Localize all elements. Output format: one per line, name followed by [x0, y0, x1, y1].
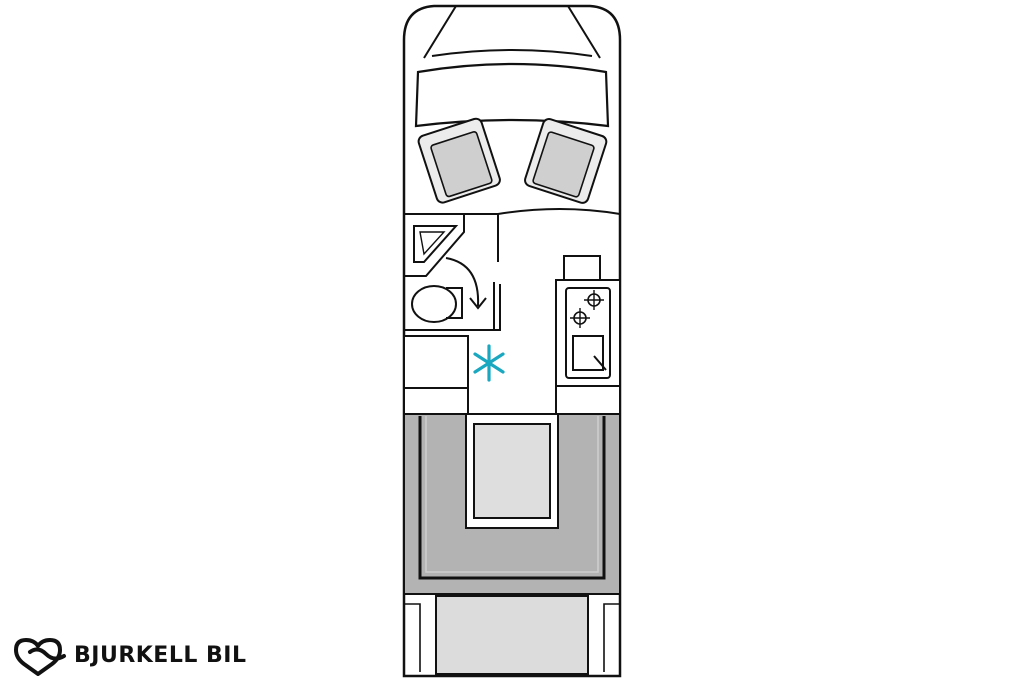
kitchen-lower — [555, 385, 621, 415]
left-cabinet-lower — [403, 387, 469, 415]
burner-icon — [570, 308, 590, 328]
left-cabinet — [403, 335, 469, 389]
bed-inner-light — [425, 416, 599, 573]
snowflake-icon — [473, 344, 505, 382]
burner-icon — [584, 290, 604, 310]
fridge — [563, 255, 601, 281]
toilet-icon — [411, 285, 463, 323]
sink-icon — [572, 335, 607, 371]
hood-outline — [423, 5, 601, 59]
dashboard — [414, 62, 610, 128]
hood-inner-line — [431, 49, 593, 57]
driver-seat — [417, 117, 501, 204]
passenger-seat — [524, 118, 608, 204]
rear-wheel-left — [404, 603, 421, 672]
brand-logo: BJURKELL BIL — [12, 634, 247, 678]
kitchen-counter — [555, 279, 621, 387]
bed-inner-frame — [418, 416, 606, 580]
heart-outline-logo-icon — [14, 638, 66, 676]
bathroom — [404, 213, 501, 331]
brand-name: BJURKELL BIL — [74, 643, 247, 668]
rear-storage — [435, 595, 589, 675]
door-swing-arrow-icon — [445, 257, 480, 307]
rear-wheel-right — [603, 603, 620, 672]
table-top — [473, 423, 551, 519]
